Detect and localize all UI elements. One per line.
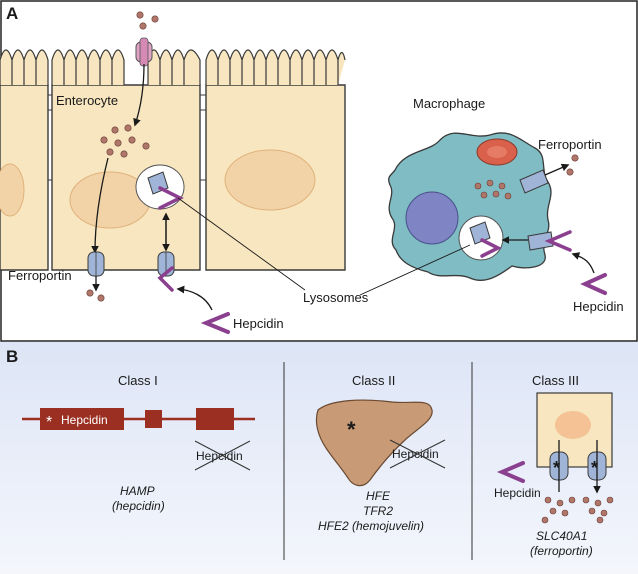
class-3-title: Class III [532, 373, 579, 388]
ferroportin-macrophage-upper [519, 169, 549, 194]
class-1-cross-mark [194, 440, 251, 471]
class-2-crossed-hepcidin: Hepcidin [392, 447, 439, 461]
enterocyte-nucleus-left [0, 163, 25, 217]
apical-transporter [135, 37, 153, 67]
panel-a: A [0, 0, 638, 342]
class-3-efflux-arrows [558, 440, 597, 492]
hepcidin-label-left: Hepcidin [233, 316, 284, 331]
lysosome-enterocyte [135, 164, 185, 210]
panel-b-background [0, 342, 638, 574]
class-1-asterisk: * [46, 414, 52, 431]
class-3-asterisk-1: * [553, 458, 560, 478]
class-3: Class III * * Hepcidin SLC40A1 (ferropor… [494, 373, 614, 558]
class-1-gene-box-label: Hepcidin [61, 413, 108, 427]
class-2-gene-3: HFE2 (hemojuvelin) [318, 519, 424, 533]
lysosome-leader-lines [177, 197, 471, 296]
cell-junctions [48, 94, 206, 181]
iron-to-basolateral-arrow [91, 157, 109, 254]
class-2-gene-1: HFE [366, 489, 391, 503]
class-2-cross-mark [389, 439, 446, 469]
class-3-nucleus [555, 411, 591, 439]
macrophage-nucleus [405, 191, 459, 245]
iron-dots-class-3 [541, 496, 614, 524]
class-1-title: Class I [118, 373, 158, 388]
ferroportin-macrophage-hepcidin-bound [527, 230, 572, 252]
class-3-hepcidin-label: Hepcidin [494, 486, 541, 500]
class-3-hepcidin-mark [496, 461, 525, 483]
hamp-exon-3 [196, 408, 234, 430]
class-1-gene: HAMP [120, 484, 155, 498]
ferroportin-label-right: Ferroportin [538, 137, 602, 152]
enterocyte-nucleus-right [224, 149, 316, 211]
ferroportin-label-left: Ferroportin [8, 268, 72, 283]
macrophage [388, 132, 579, 281]
iron-dots-lumen [136, 11, 159, 30]
hepcidin-approach-arrow-right [571, 252, 595, 274]
iron-dots-exit [86, 289, 105, 302]
hepcidin-label-right: Hepcidin [573, 299, 624, 314]
hepcidin-approach-arrow [176, 285, 213, 311]
iron-entry-arrow [133, 63, 145, 127]
class-2-gene-2: TFR2 [363, 504, 393, 518]
class-3-gene: SLC40A1 [536, 529, 587, 543]
class-3-asterisk-2: * [591, 458, 598, 478]
hepcidin-mark-right [580, 273, 607, 295]
iron-dots-efflux [566, 154, 579, 176]
hamp-exon-1 [40, 408, 124, 430]
enterocyte-epithelium [0, 49, 346, 271]
hepcidin-mark-left [200, 312, 230, 334]
iron-efflux-arrow [544, 163, 570, 176]
lysosomes-label: Lysosomes [303, 290, 369, 305]
microvilli-brush-border [0, 49, 346, 85]
hamp-exon-2 [145, 410, 162, 428]
class-2-asterisk: * [347, 417, 356, 442]
iron-dots-cytosol [100, 124, 150, 158]
panel-b-letter: B [6, 347, 18, 366]
macrophage-label: Macrophage [413, 96, 485, 111]
class-2-title: Class II [352, 373, 395, 388]
red-blood-cell-center [487, 146, 507, 158]
class-3-protein: (ferroportin) [530, 544, 593, 558]
class-1-crossed-hepcidin: Hepcidin [196, 449, 243, 463]
panel-b: B Class I * Hepcidin Hepcidin HAMP (hepc… [0, 342, 638, 574]
class-1: Class I * Hepcidin Hepcidin HAMP (hepcid… [22, 373, 255, 513]
class-1-protein: (hepcidin) [112, 499, 165, 513]
lysosome-macrophage [458, 215, 504, 261]
liver-icon [315, 399, 433, 487]
ferroportin-enterocyte-hepcidin-bound [157, 251, 175, 292]
ferroportin-enterocyte-left [87, 251, 105, 277]
class-2: Class II * Hepcidin HFE TFR2 HFE2 (hemoj… [315, 373, 446, 533]
enterocyte-label: Enterocyte [56, 93, 118, 108]
panel-a-letter: A [6, 4, 18, 23]
iron-dots-macrophage [474, 179, 512, 200]
